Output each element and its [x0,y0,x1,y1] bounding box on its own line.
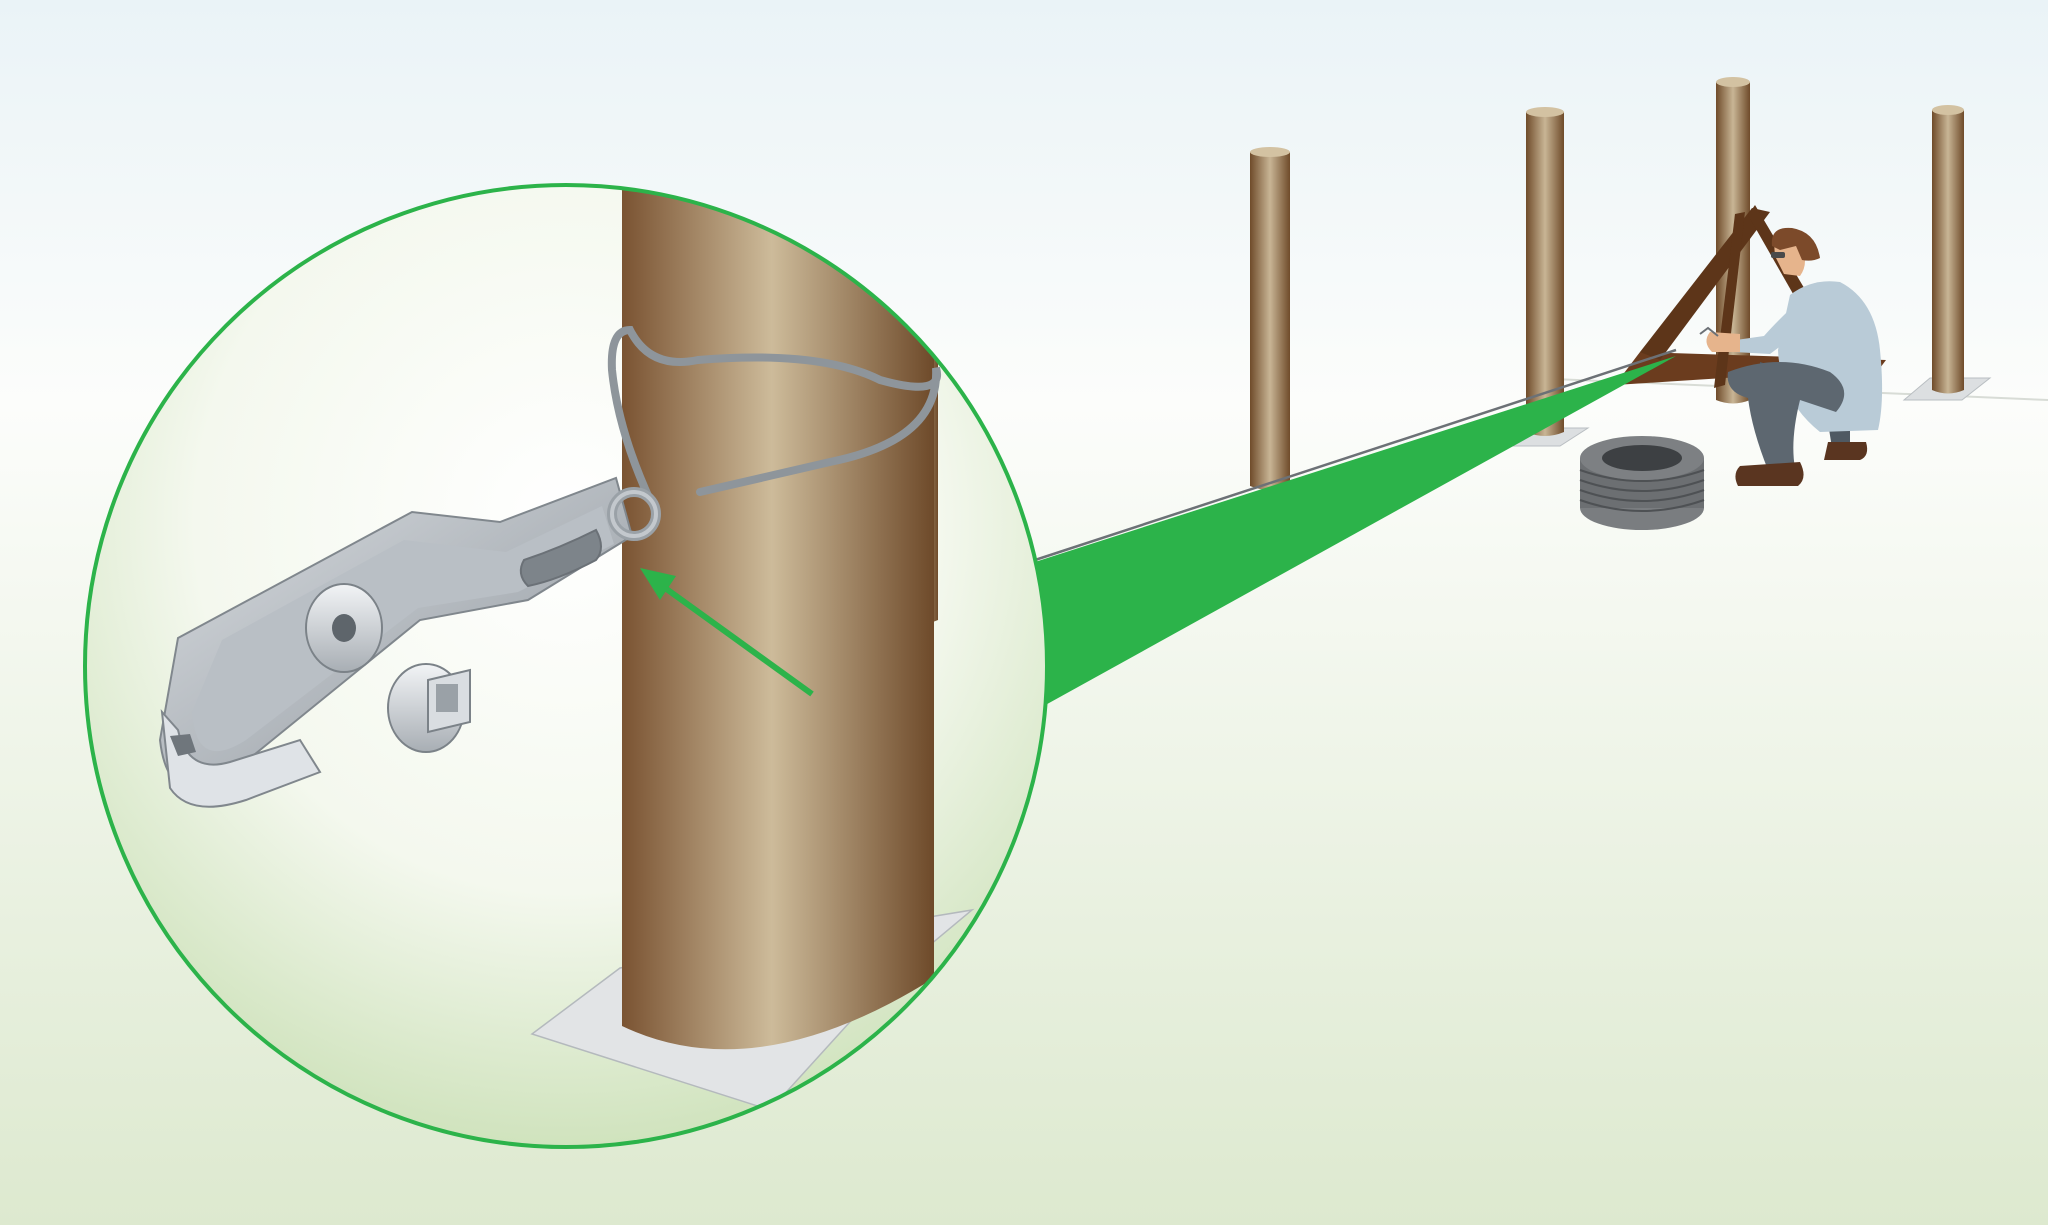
wire-coil-icon [1579,436,1705,530]
fence-post-icon [1502,107,1590,447]
wire-tensioner-icon [158,476,661,808]
fence-post-icon [1250,147,1290,490]
magnified-detail-callout [83,183,1049,1149]
worker-figure-icon [1699,227,1883,486]
fence-wire [1034,348,1677,562]
fence-post-icon [622,190,934,1050]
wire-loop [607,325,942,504]
pointer-arrow-icon [640,568,814,697]
callout-wedge [1035,356,1676,708]
fence-post-icon [1902,105,1992,401]
